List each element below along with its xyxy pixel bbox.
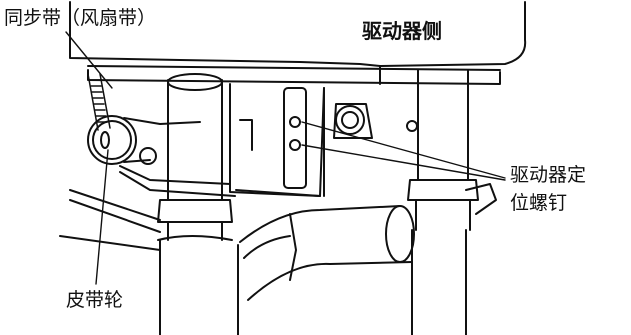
driver-box	[229, 83, 325, 197]
leader-screw-upper	[301, 121, 506, 179]
driver-side-label: 驱动器侧	[362, 19, 442, 43]
pulley-drawing	[87, 115, 236, 197]
leader-timing-belt	[65, 31, 113, 89]
leader-pulley	[95, 149, 109, 285]
driver-screw-label-line2: 位螺钉	[510, 192, 568, 214]
cross-pipe	[239, 205, 415, 301]
background-rods	[59, 189, 161, 251]
left-column	[157, 73, 239, 335]
leader-screw-lower	[301, 144, 506, 181]
right-column	[407, 69, 497, 335]
pulley-label: 皮带轮	[66, 289, 124, 311]
leader-lines	[65, 31, 506, 285]
right-knob	[333, 103, 418, 139]
timing-belt-label: 同步带（风扇带）	[4, 7, 157, 29]
driver-screw-label-line1: 驱动器定	[510, 164, 587, 186]
